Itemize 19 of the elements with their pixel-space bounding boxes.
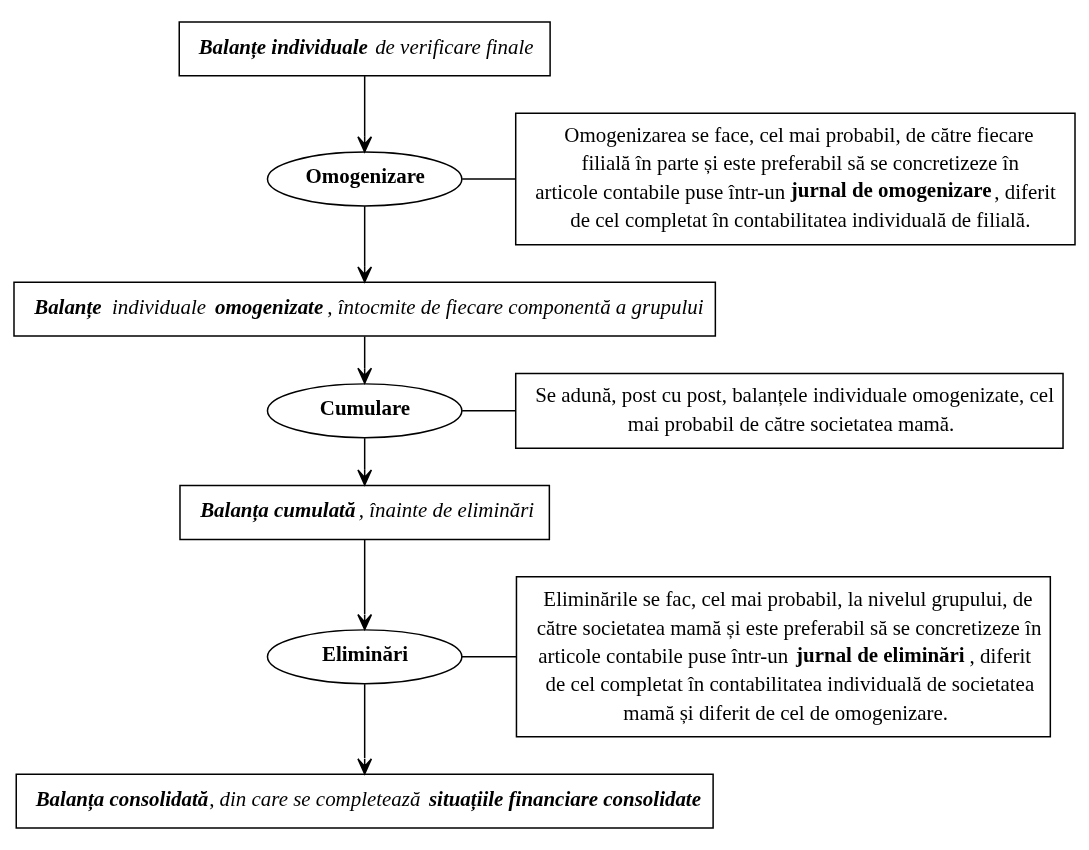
arrow [357,335,373,384]
node-ellipse: Eliminări [266,629,463,685]
connector [461,656,517,658]
connector [461,410,516,412]
node-box: Balanțe individuale de verificare finale [178,21,551,77]
node-ellipse: Omogenizare [266,151,463,207]
arrow [357,683,373,775]
connector [461,178,517,180]
node-ellipse: Cumulare [266,383,463,439]
node-box: Se adună, post cu post, balanțele individuale omogenizate, cel mai probabil de către societatea mamă. [514,372,1064,449]
arrow [357,75,373,153]
arrow [357,205,373,283]
node-box: Omogenizarea se face, cel mai probabil, de către fiecare filială în parte și este preferabil să se concretizeze în articole contabile puse într-un jurnal de omogenizare, diferit de cel completat în contabilitatea individuală de filială. [514,112,1076,246]
node-box: Balanța consolidată, din care se completează situațiile financiare consolidate [15,773,714,829]
arrow [357,437,373,486]
node-box: Eliminările se fac, cel mai probabil, la nivelul grupului, de către societatea mamă și este preferabil să se concretizeze în articole contabile puse într-un jurnal de eliminări, diferit de cel completat în contabilitatea individuală de societatea mamă și diferit de cel de omogenizare. [515,576,1052,738]
node-box: Balanțe individuale omogenizate, întocmite de fiecare componentă a grupului [13,281,717,337]
arrow [357,539,373,631]
node-box: Balanța cumulată, înainte de eliminări [179,484,551,541]
